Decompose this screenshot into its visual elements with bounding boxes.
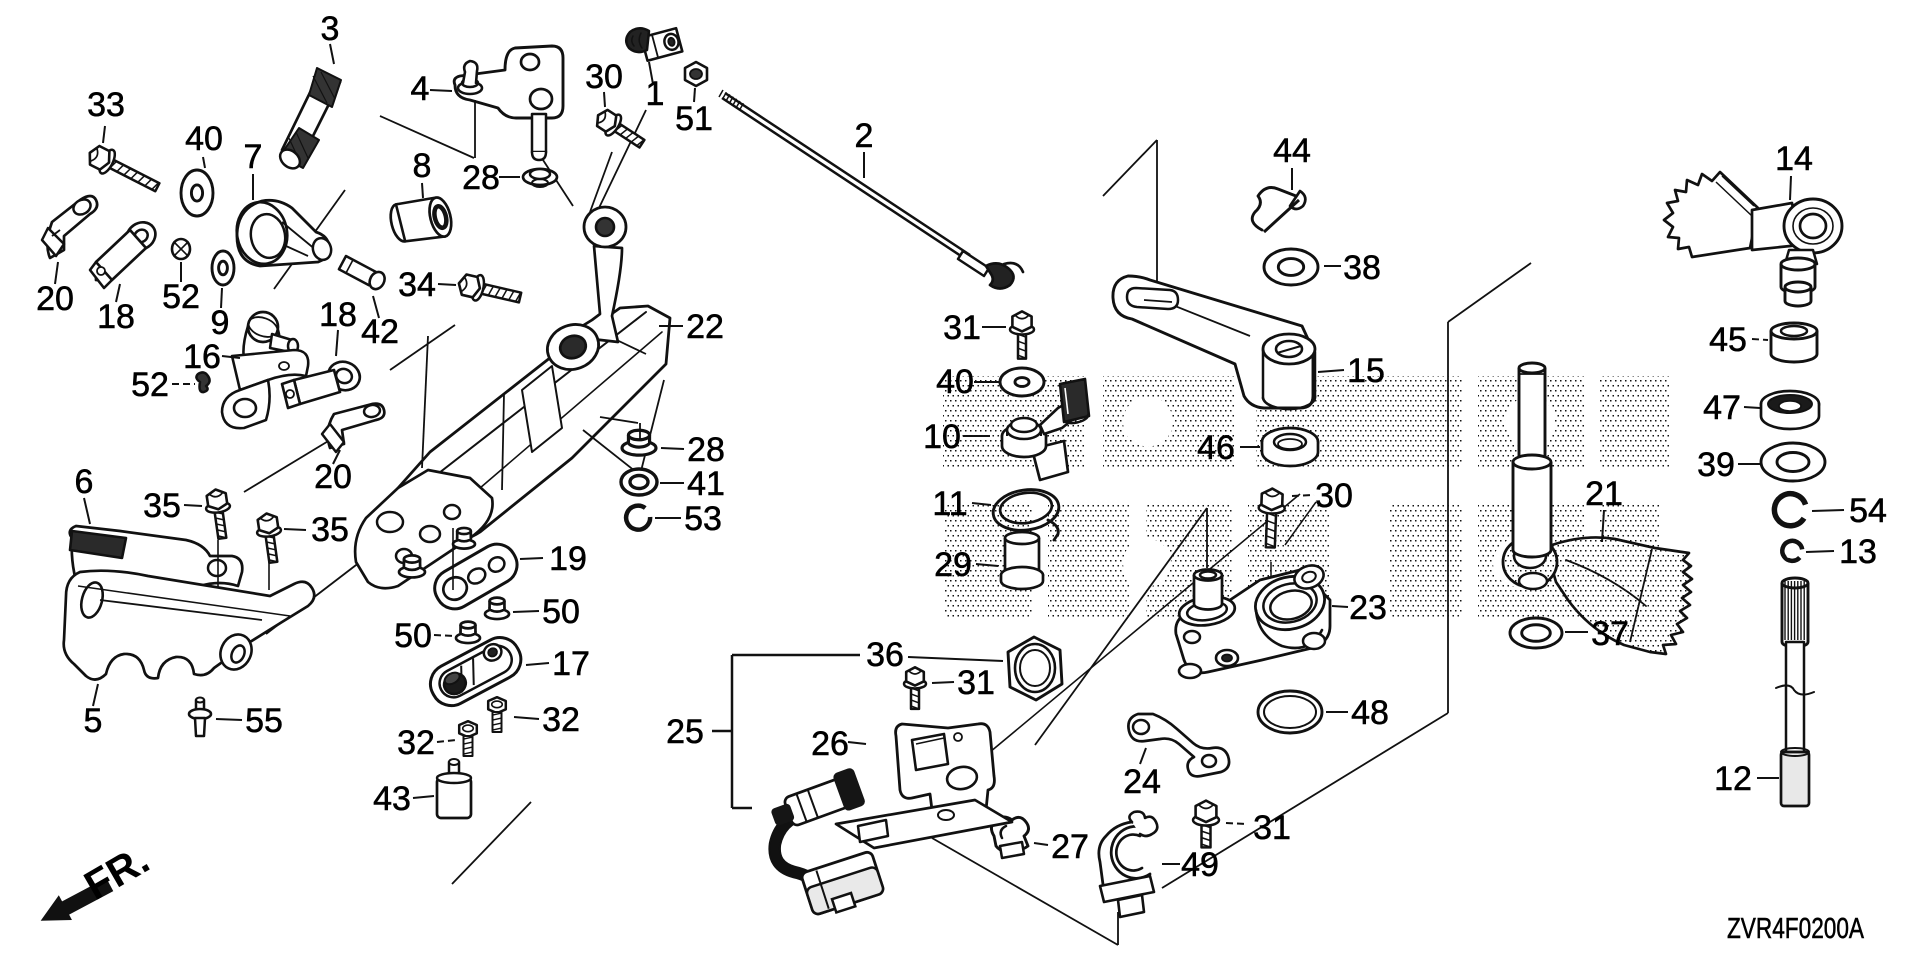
svg-text:23: 23 bbox=[1349, 589, 1387, 627]
svg-text:25: 25 bbox=[666, 713, 704, 751]
svg-text:10: 10 bbox=[923, 418, 961, 456]
svg-text:13: 13 bbox=[1839, 533, 1877, 571]
svg-text:43: 43 bbox=[373, 780, 411, 818]
svg-text:31: 31 bbox=[943, 309, 981, 347]
svg-text:42: 42 bbox=[361, 313, 399, 351]
svg-text:53: 53 bbox=[684, 500, 722, 538]
svg-text:6: 6 bbox=[75, 463, 94, 501]
svg-text:40: 40 bbox=[185, 120, 223, 158]
svg-text:50: 50 bbox=[394, 617, 432, 655]
svg-text:37: 37 bbox=[1591, 615, 1629, 653]
svg-text:17: 17 bbox=[552, 645, 590, 683]
svg-text:35: 35 bbox=[143, 487, 181, 525]
svg-text:34: 34 bbox=[398, 266, 436, 304]
svg-text:21: 21 bbox=[1585, 475, 1623, 513]
svg-text:45: 45 bbox=[1709, 321, 1747, 359]
svg-text:48: 48 bbox=[1351, 694, 1389, 732]
svg-text:29: 29 bbox=[934, 546, 972, 584]
svg-text:44: 44 bbox=[1273, 132, 1311, 170]
svg-text:30: 30 bbox=[1315, 477, 1353, 515]
svg-text:20: 20 bbox=[314, 458, 352, 496]
svg-text:54: 54 bbox=[1849, 492, 1887, 530]
svg-text:32: 32 bbox=[542, 701, 580, 739]
svg-text:15: 15 bbox=[1347, 352, 1385, 390]
svg-text:55: 55 bbox=[245, 702, 283, 740]
svg-text:47: 47 bbox=[1703, 389, 1741, 427]
svg-text:49: 49 bbox=[1181, 846, 1219, 884]
svg-text:36: 36 bbox=[866, 636, 904, 674]
svg-text:50: 50 bbox=[542, 593, 580, 631]
svg-text:3: 3 bbox=[321, 10, 340, 48]
svg-text:35: 35 bbox=[311, 511, 349, 549]
svg-text:19: 19 bbox=[549, 540, 587, 578]
svg-text:8: 8 bbox=[413, 147, 432, 185]
svg-text:39: 39 bbox=[1697, 446, 1735, 484]
svg-text:31: 31 bbox=[957, 664, 995, 702]
svg-text:40: 40 bbox=[936, 363, 974, 401]
svg-text:ZVR4F0200A: ZVR4F0200A bbox=[1727, 913, 1865, 945]
svg-text:16: 16 bbox=[183, 338, 221, 376]
svg-text:46: 46 bbox=[1197, 429, 1235, 467]
svg-text:52: 52 bbox=[162, 278, 200, 316]
svg-text:51: 51 bbox=[675, 100, 713, 138]
svg-text:12: 12 bbox=[1714, 760, 1752, 798]
svg-text:4: 4 bbox=[411, 70, 430, 108]
svg-text:28: 28 bbox=[687, 431, 725, 469]
svg-text:22: 22 bbox=[686, 308, 724, 346]
svg-text:7: 7 bbox=[244, 138, 263, 176]
svg-text:1: 1 bbox=[646, 75, 665, 113]
svg-text:24: 24 bbox=[1123, 763, 1161, 801]
svg-text:41: 41 bbox=[687, 465, 725, 503]
svg-text:33: 33 bbox=[87, 86, 125, 124]
svg-text:31: 31 bbox=[1253, 809, 1291, 847]
svg-text:20: 20 bbox=[36, 280, 74, 318]
svg-text:2: 2 bbox=[855, 117, 874, 155]
svg-text:28: 28 bbox=[462, 159, 500, 197]
svg-text:5: 5 bbox=[84, 702, 103, 740]
svg-text:32: 32 bbox=[397, 724, 435, 762]
svg-text:27: 27 bbox=[1051, 828, 1089, 866]
svg-text:9: 9 bbox=[211, 304, 230, 342]
svg-text:30: 30 bbox=[585, 58, 623, 96]
svg-text:18: 18 bbox=[319, 296, 357, 334]
svg-text:26: 26 bbox=[811, 725, 849, 763]
svg-text:11: 11 bbox=[932, 485, 967, 523]
svg-text:38: 38 bbox=[1343, 249, 1381, 287]
svg-text:14: 14 bbox=[1775, 140, 1813, 178]
svg-text:18: 18 bbox=[97, 298, 135, 336]
svg-text:52: 52 bbox=[131, 366, 169, 404]
